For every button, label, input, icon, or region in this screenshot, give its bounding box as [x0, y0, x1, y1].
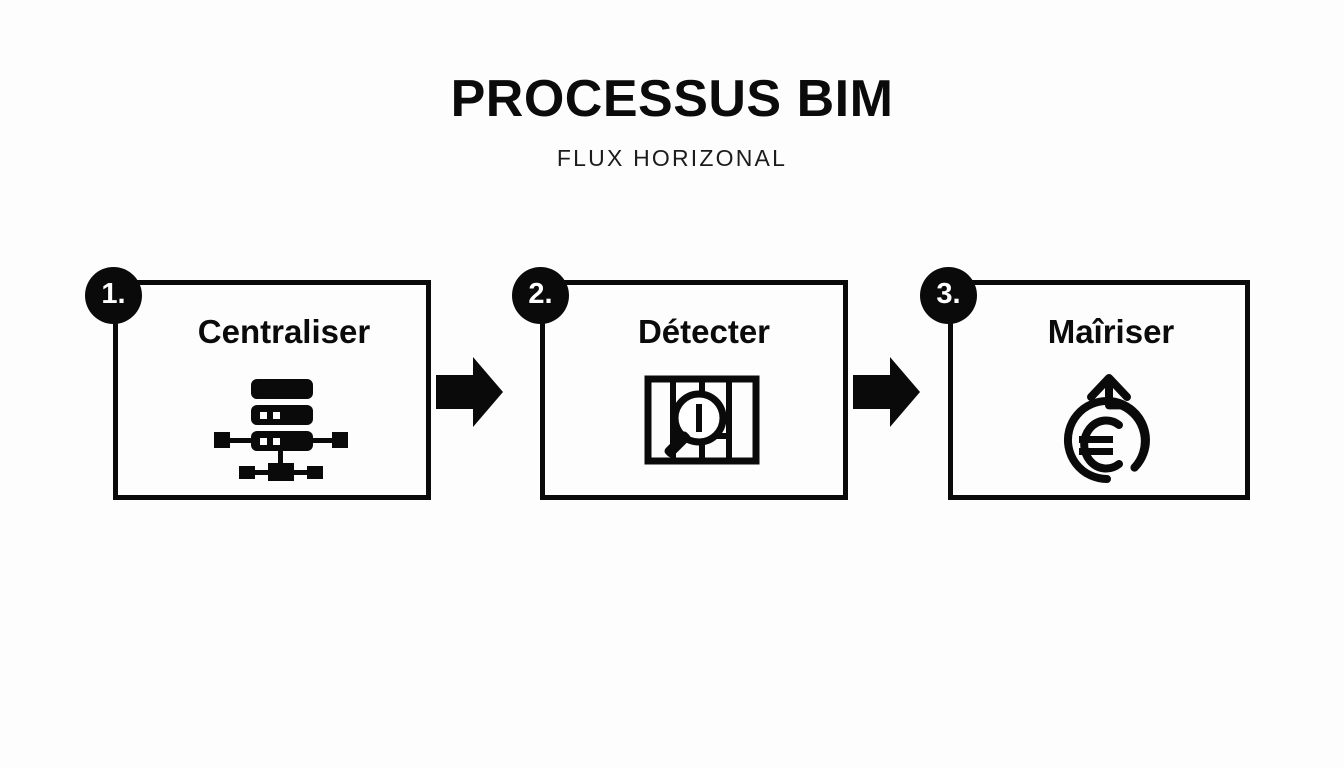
- euro-growth-arrow-icon: [1063, 374, 1150, 483]
- arrow-right-icon: [436, 357, 503, 427]
- process-step-3[interactable]: 3. Maîriser: [920, 267, 1253, 500]
- arrow-right-icon: [853, 357, 920, 427]
- step-number-1: 1.: [101, 278, 126, 310]
- step-number-2: 2.: [528, 278, 553, 310]
- process-flow: 1. Centraliser: [0, 267, 1344, 510]
- blueprint-magnifier-icon: [644, 375, 760, 465]
- step-label-2: Détecter: [637, 313, 771, 350]
- step-icon-wrap-3: [961, 373, 1253, 485]
- step-number-badge-1: 1.: [85, 267, 142, 324]
- page-subtitle: FLUX HORIZONAL: [556, 144, 788, 171]
- flow-arrow-2: [853, 355, 921, 429]
- header: PROCESSUS BIM FLUX HORIZONAL: [0, 72, 1344, 172]
- step-number-3: 3.: [936, 278, 961, 310]
- process-step-1[interactable]: 1. Centraliser: [85, 267, 431, 500]
- step-number-badge-2: 2.: [512, 267, 569, 324]
- process-step-2[interactable]: 2. Détecter: [512, 267, 851, 500]
- server-network-icon: [214, 379, 348, 481]
- flow-arrow-1: [436, 355, 504, 429]
- step-label-1: Centraliser: [197, 313, 371, 350]
- step-number-badge-3: 3.: [920, 267, 977, 324]
- step-icon-wrap-2: [553, 373, 851, 477]
- page-title: PROCESSUS BIM: [450, 70, 894, 128]
- step-label-3: Maîriser: [1047, 313, 1175, 350]
- step-icon-wrap-1: [127, 373, 435, 483]
